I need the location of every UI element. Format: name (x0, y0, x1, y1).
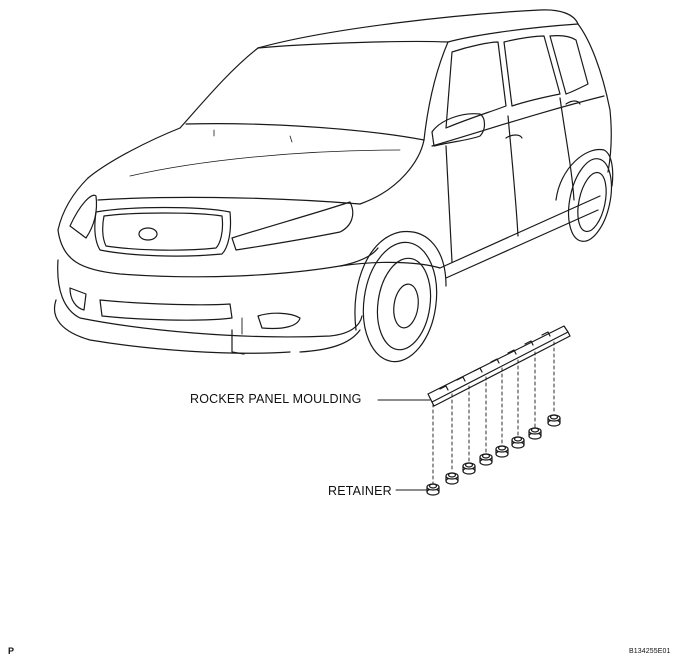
retainer-icon (426, 483, 440, 496)
retainer-icon (511, 436, 525, 449)
retainer-icon (445, 472, 459, 485)
retainer-icon (528, 427, 542, 440)
rocker-panel-moulding-part (427, 325, 571, 407)
retainer-group (426, 341, 561, 496)
figure-code: B134255E01 (629, 648, 671, 655)
retainer-icon (547, 414, 561, 427)
car-illustration (54, 9, 614, 363)
retainer-icon (495, 445, 509, 458)
corner-mark: P (8, 646, 15, 656)
retainer-icon (479, 453, 493, 466)
retainer-icon (462, 462, 476, 475)
retainer-label: RETAINER (328, 484, 392, 498)
rocker-panel-moulding-label: ROCKER PANEL MOULDING (190, 392, 362, 406)
